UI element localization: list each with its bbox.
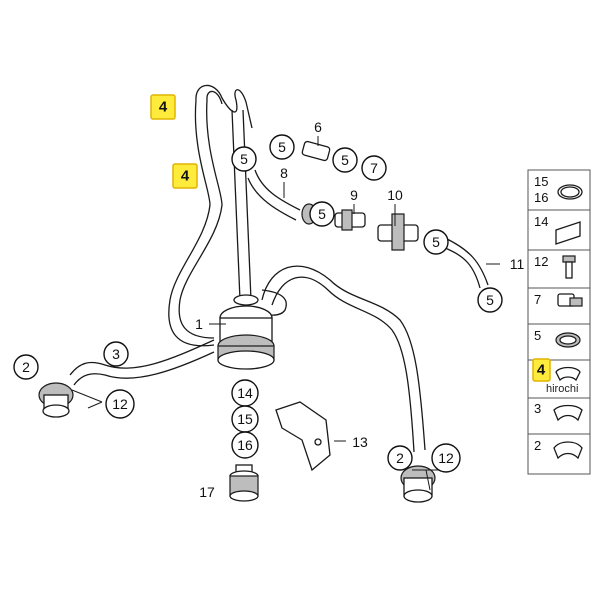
highlighted-callout-4-top: 4 <box>150 94 176 120</box>
callout-9: 9 <box>350 187 358 203</box>
callout-16: 16 <box>231 431 259 459</box>
left-connector <box>38 382 74 418</box>
callout-5e: 5 <box>423 229 449 255</box>
svg-text:12: 12 <box>112 396 128 412</box>
svg-text:15: 15 <box>237 411 253 427</box>
svg-text:5: 5 <box>240 151 248 167</box>
legend-num: 3 <box>534 401 541 416</box>
callout-5a: 5 <box>269 134 295 160</box>
legend-num: 4 <box>537 362 546 379</box>
legend-num: 5 <box>534 328 541 343</box>
callout-1: 1 <box>195 316 203 332</box>
callout-5c: 5 <box>231 146 257 172</box>
svg-text:5: 5 <box>278 139 286 155</box>
highlight-label: 4 <box>159 99 168 116</box>
callout-5f: 5 <box>477 287 503 313</box>
legend-highlight-4: 4 <box>532 358 551 382</box>
parts-legend: 15 16 14 12 7 5 4 3 2 <box>527 169 591 475</box>
callout-3: 3 <box>103 341 129 367</box>
svg-text:12: 12 <box>438 450 454 466</box>
svg-text:16: 16 <box>237 437 253 453</box>
callout-6: 6 <box>314 119 322 135</box>
callout-2b: 2 <box>387 445 413 471</box>
callout-10: 10 <box>387 187 403 203</box>
leader-lines <box>71 136 500 491</box>
legend-num: 16 <box>534 190 548 205</box>
canister-filter <box>217 294 275 370</box>
callout-2a: 2 <box>13 354 39 380</box>
callout-12a: 12 <box>105 389 135 419</box>
callout-5b: 5 <box>332 147 358 173</box>
legend-num: 12 <box>534 254 548 269</box>
callout-12b: 12 <box>431 443 461 473</box>
svg-text:2: 2 <box>396 450 404 466</box>
legend-num: 15 <box>534 174 548 189</box>
connector-part-10 <box>377 213 419 251</box>
svg-text:6: 6 <box>314 119 322 135</box>
fitting-part-17 <box>229 464 259 502</box>
svg-text:5: 5 <box>432 234 440 250</box>
svg-text:5: 5 <box>318 206 326 222</box>
highlight-label: 4 <box>181 168 190 185</box>
valve-part-9 <box>334 209 366 231</box>
legend-num: 7 <box>534 292 541 307</box>
svg-text:7: 7 <box>370 160 378 176</box>
svg-text:13: 13 <box>352 434 368 450</box>
svg-text:5: 5 <box>341 152 349 168</box>
bracket-part-13 <box>275 401 331 472</box>
right-connector <box>400 465 436 503</box>
svg-text:1: 1 <box>195 316 203 332</box>
callout-17: 17 <box>199 484 215 500</box>
callout-5d: 5 <box>309 201 335 227</box>
svg-text:8: 8 <box>280 165 288 181</box>
svg-text:9: 9 <box>350 187 358 203</box>
legend-num: 2 <box>534 438 541 453</box>
hose-lines <box>69 84 489 453</box>
callout-14: 14 <box>231 379 259 407</box>
callout-13: 13 <box>352 434 368 450</box>
callout-11: 11 <box>510 256 525 272</box>
svg-text:11: 11 <box>510 256 525 272</box>
svg-text:5: 5 <box>486 292 494 308</box>
svg-text:14: 14 <box>237 385 253 401</box>
svg-text:3: 3 <box>112 346 120 362</box>
svg-text:17: 17 <box>199 484 215 500</box>
svg-text:2: 2 <box>22 359 30 375</box>
highlighted-callout-4-mid: 4 <box>172 163 198 189</box>
callout-8: 8 <box>280 165 288 181</box>
legend-num: 14 <box>534 214 548 229</box>
callout-7: 7 <box>361 155 387 181</box>
svg-text:10: 10 <box>387 187 403 203</box>
watermark: hirochi <box>546 383 578 395</box>
callout-15: 15 <box>231 405 259 433</box>
sleeve-part-6 <box>301 140 331 162</box>
